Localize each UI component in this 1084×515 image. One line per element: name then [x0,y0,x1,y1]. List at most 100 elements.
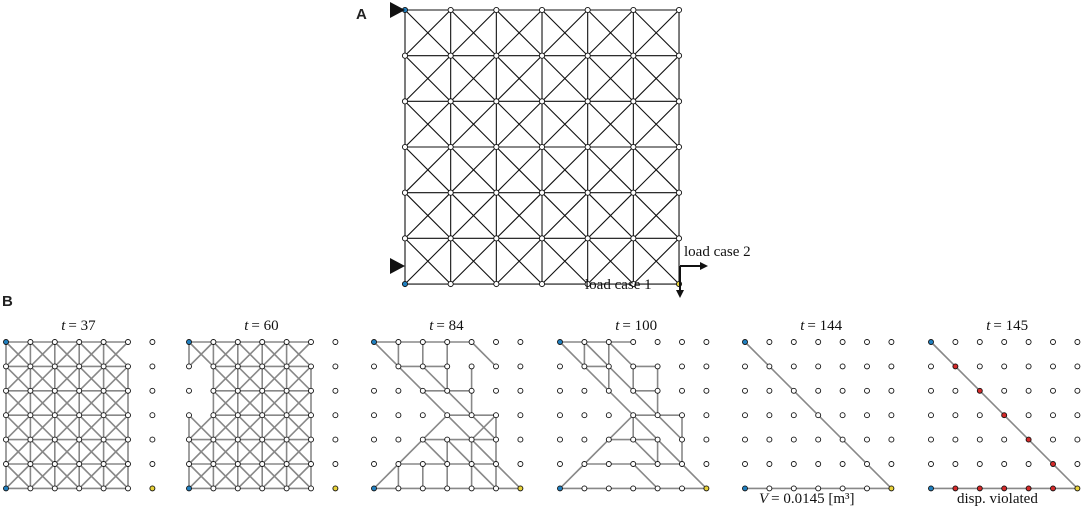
node [976,387,983,394]
node [395,363,402,370]
node [468,387,475,394]
node [557,387,563,394]
member [404,237,452,285]
node [419,436,426,443]
node [371,339,377,345]
node [605,436,612,443]
volume-value: = 0.0145 [m³] [771,491,854,507]
node [538,280,546,288]
node [864,339,870,345]
node [234,363,241,370]
member [78,365,105,392]
time-step-value: = 100 [622,318,657,334]
member [261,439,288,465]
node [864,412,870,419]
node [839,412,846,419]
node [76,387,83,394]
node [395,485,402,492]
node [1025,339,1032,345]
node [395,461,402,467]
node [630,235,637,242]
support-top-icon [390,2,405,18]
node [447,280,454,288]
member [541,100,589,148]
node [654,412,661,419]
member [103,463,129,489]
node [186,485,192,492]
member [608,414,634,441]
node [259,485,266,492]
node [27,485,34,492]
node [679,436,685,443]
load-case-1-label: load case 1 [585,277,652,293]
node [581,363,588,370]
node [654,436,661,443]
node [584,52,591,59]
node [3,436,9,443]
node [584,235,591,242]
member [188,341,214,367]
node [332,363,339,370]
node [679,387,685,394]
time-step-label: t= 100 [615,318,657,334]
node [3,412,9,419]
node [790,412,797,419]
member [450,192,497,239]
member [404,55,452,102]
node [259,363,266,370]
member [471,414,497,441]
node [1050,436,1056,443]
node [581,412,588,419]
member [212,463,239,489]
node [790,339,797,345]
node [210,461,217,467]
node [468,339,475,345]
node [1050,461,1056,467]
node [283,387,290,394]
node [815,485,822,492]
node [790,461,797,467]
member [495,146,543,194]
node [76,461,83,467]
node [332,412,339,419]
member [471,439,497,465]
node [839,363,846,370]
node [952,412,959,419]
node [815,363,822,370]
node [839,339,846,345]
node [864,436,870,443]
node [444,436,451,443]
member [404,192,452,239]
member [188,414,214,441]
node [888,412,895,419]
member [541,55,589,102]
node [1001,339,1008,345]
member [422,439,448,465]
node [259,412,266,419]
node [332,461,339,467]
node [332,339,339,345]
node [679,339,685,345]
time-step-symbol: t [244,318,249,334]
member [450,146,497,194]
member [29,365,56,392]
node [630,143,637,151]
member [632,390,659,416]
node [493,52,500,59]
member [541,192,589,239]
member [446,414,473,441]
node [395,412,402,419]
node [149,412,156,419]
node [517,461,524,467]
node [395,387,402,394]
member [29,439,56,465]
member [450,9,497,57]
node [584,6,591,14]
member [495,237,543,285]
member [495,9,543,57]
node [630,363,637,370]
node [928,339,934,345]
node [790,436,797,443]
